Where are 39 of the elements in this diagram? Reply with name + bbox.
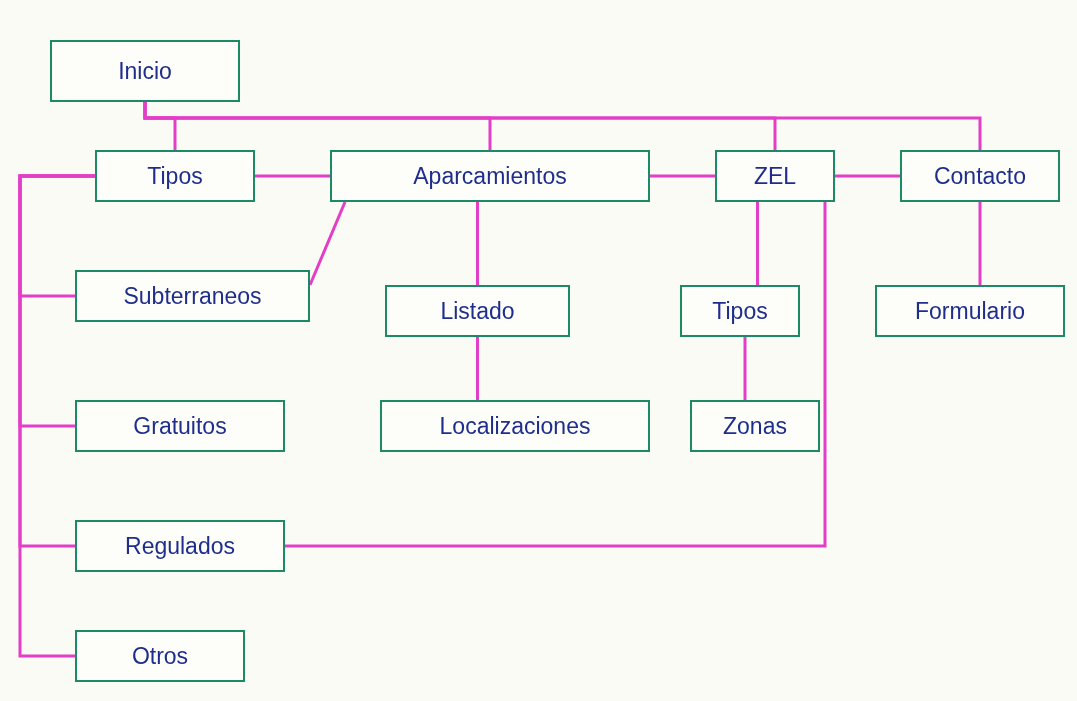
- page-name: Inicio: [118, 57, 172, 85]
- connector-line: [255, 174, 330, 178]
- connector-line: [756, 202, 759, 285]
- page-box: [690, 400, 820, 452]
- connector-line: [476, 337, 479, 400]
- page-box: [75, 270, 310, 322]
- page-name: ZEL: [753, 162, 797, 190]
- connector-line: [743, 337, 747, 400]
- page-box: [900, 150, 1060, 202]
- page-name: Subterraneos: [123, 282, 262, 310]
- page-name: Gratuitos: [133, 412, 227, 440]
- page-name: Aparcamientos: [413, 162, 567, 190]
- connector-line: [143, 102, 982, 150]
- page-box: [380, 400, 650, 452]
- page-name: Zonas: [723, 412, 787, 440]
- page-box: [330, 150, 650, 202]
- connector-line: [835, 174, 900, 178]
- connector-line: [650, 174, 715, 178]
- page-box: [95, 150, 255, 202]
- page-name: Regulados: [125, 532, 235, 560]
- page-name: Tipos: [712, 297, 768, 325]
- connector-line: [476, 202, 479, 285]
- page-box: [875, 285, 1065, 337]
- page-box: [715, 150, 835, 202]
- page-name: Contacto: [933, 162, 1027, 190]
- page-box: [75, 630, 245, 682]
- connector-line: [285, 202, 827, 548]
- page-name: Tipos: [147, 162, 203, 190]
- page-box: [50, 40, 240, 102]
- page-box: [75, 520, 285, 572]
- connector-line: [18, 174, 95, 658]
- page-name: Otros: [131, 642, 189, 670]
- page-name: Formulario: [915, 297, 1025, 325]
- page-box: [75, 400, 285, 452]
- page-name: Localizaciones: [439, 412, 591, 440]
- page-box: [385, 285, 570, 337]
- page-name: Listado: [440, 297, 515, 325]
- page-box: [680, 285, 800, 337]
- connector-line: [978, 202, 982, 285]
